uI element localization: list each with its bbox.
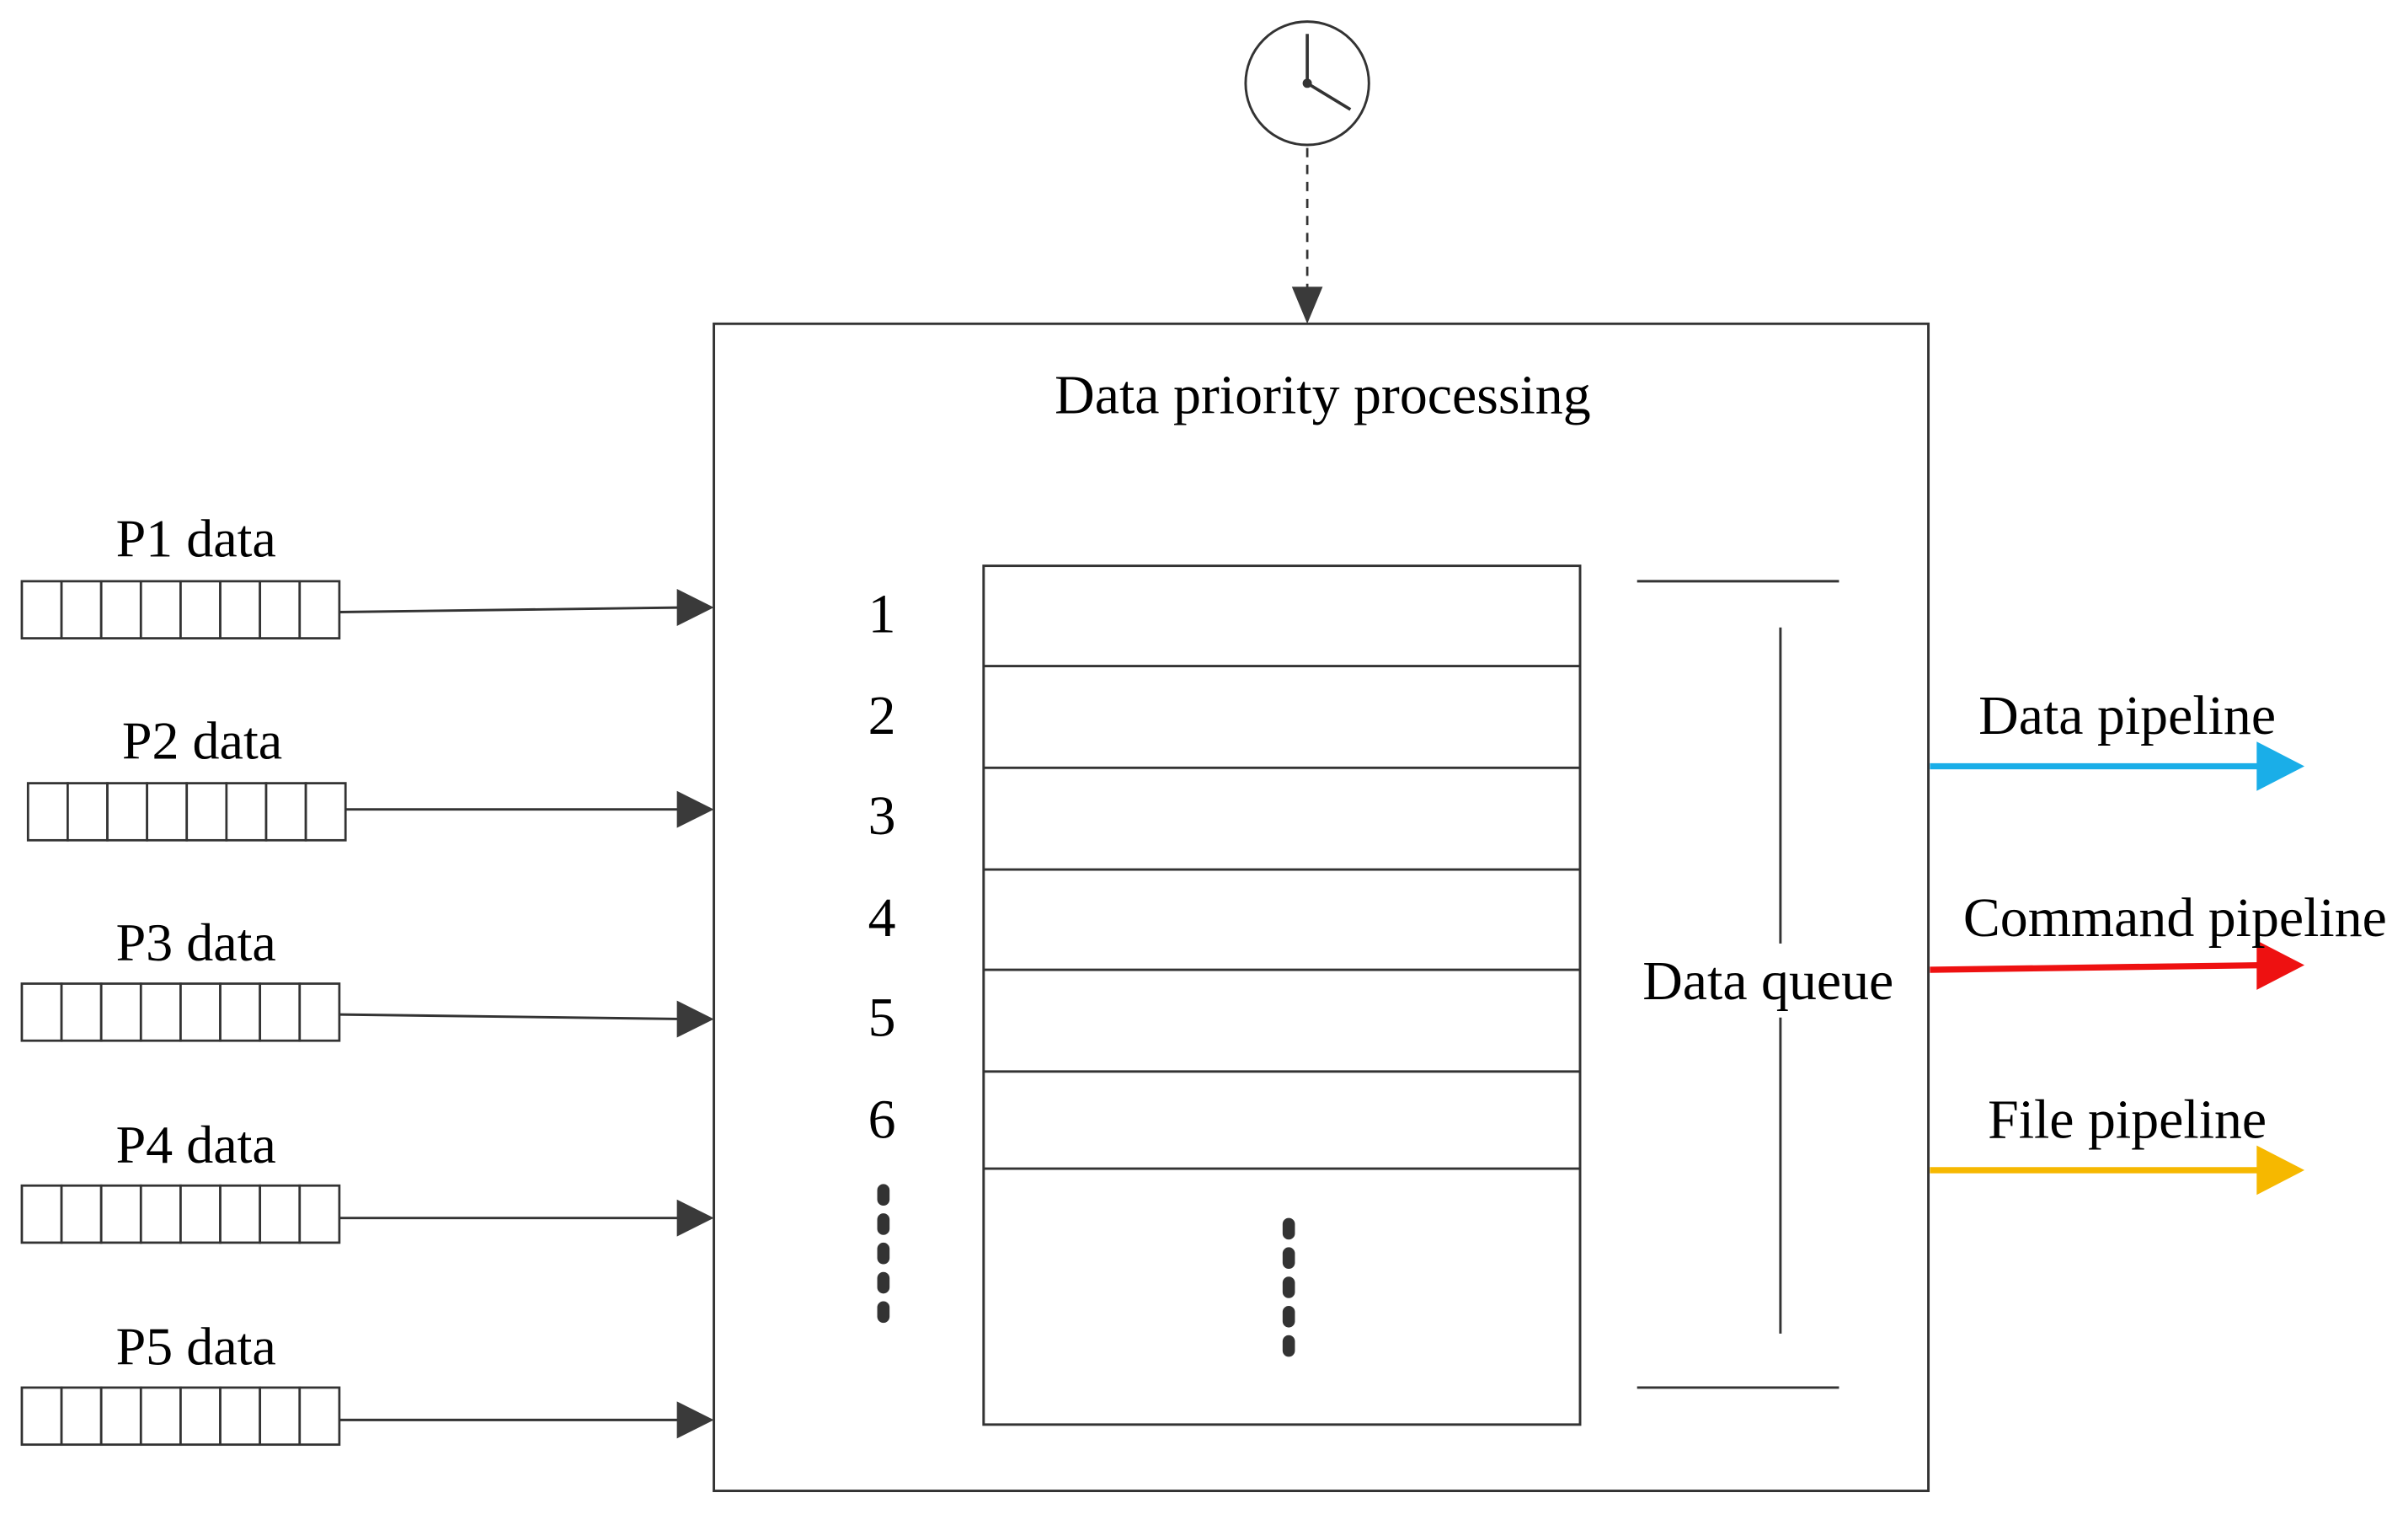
input-label: P4 data: [116, 1115, 276, 1174]
buffer-cell: [185, 782, 228, 842]
input-label: P2 data: [122, 710, 282, 770]
buffer-cell: [219, 1184, 262, 1244]
slot-number: 1: [868, 583, 896, 645]
buffer-cell: [264, 782, 307, 842]
buffer-cell: [99, 982, 142, 1042]
processing-title: Data priority processing: [1055, 364, 1590, 425]
input-arrow: [339, 589, 714, 626]
output-pipeline-1: Data pipeline: [1930, 685, 2305, 791]
buffer-cell: [60, 580, 103, 639]
input-queue-p4: P4 data: [20, 1115, 714, 1244]
data-queue-label: Data queue: [1642, 950, 1893, 1012]
buffer-cell: [298, 580, 341, 639]
buffer-cell: [106, 782, 148, 842]
buffer-cell: [179, 982, 222, 1042]
slot-numbers: 1 2 3 4 5 6: [868, 583, 896, 1150]
buffer-cell: [139, 1184, 182, 1244]
slot-number: 6: [868, 1089, 896, 1150]
buffer-cell: [139, 982, 182, 1042]
buffer-cell: [146, 782, 189, 842]
slot-number: 2: [868, 685, 896, 746]
buffer-cell: [20, 982, 63, 1042]
input-queue-p1: P1 data: [20, 509, 714, 639]
input-label: P5 data: [116, 1316, 276, 1376]
queue-table: [982, 564, 1582, 1426]
input-arrow: [339, 1199, 714, 1237]
buffer-cell: [225, 782, 268, 842]
input-queue-p3: P3 data: [20, 912, 714, 1042]
buffer-cell: [304, 782, 347, 842]
clock-icon: [1244, 20, 1370, 147]
buffer-cell: [259, 1184, 302, 1244]
buffer-cell: [60, 1184, 103, 1244]
clock-trigger-arrow: [1291, 147, 1323, 324]
output-pipeline-2: Command pipeline: [1930, 887, 2387, 990]
input-buffer: [20, 982, 341, 1042]
buffer-cell: [67, 782, 109, 842]
buffer-cell: [139, 1386, 182, 1447]
buffer-cell: [259, 1386, 302, 1447]
slot-number: 5: [868, 987, 896, 1049]
buffer-cell: [20, 1184, 63, 1244]
buffer-cell: [298, 1386, 341, 1447]
input-arrow: [339, 1000, 714, 1038]
buffer-cell: [139, 580, 182, 639]
buffer-cell: [219, 982, 262, 1042]
input-buffer: [20, 1386, 341, 1447]
input-queue-p2: P2 data: [26, 710, 714, 842]
buffer-cell: [99, 580, 142, 639]
slot-number: 3: [868, 785, 896, 847]
input-buffer: [20, 1184, 341, 1244]
input-label: P3 data: [116, 912, 276, 972]
buffer-cell: [219, 580, 262, 639]
output-pipeline-3: File pipeline: [1930, 1089, 2305, 1196]
input-buffer: [26, 782, 347, 842]
buffer-cell: [259, 580, 302, 639]
buffer-cell: [298, 1184, 341, 1244]
buffer-cell: [219, 1386, 262, 1447]
buffer-cell: [259, 982, 302, 1042]
output-label: Data pipeline: [1978, 685, 2276, 746]
buffer-cell: [60, 1386, 103, 1447]
input-arrow: [345, 790, 714, 828]
data-queue-bracket: [1636, 580, 1839, 1389]
buffer-cell: [20, 1386, 63, 1447]
buffer-cell: [179, 1184, 222, 1244]
buffer-cell: [179, 1386, 222, 1447]
buffer-cell: [20, 580, 63, 639]
output-label: File pipeline: [1988, 1089, 2267, 1150]
buffer-cell: [99, 1184, 142, 1244]
input-queues: P1 data P2 data P3 data P4 data P5 data: [20, 509, 714, 1447]
buffer-cell: [298, 982, 341, 1042]
slot-number: 4: [868, 887, 896, 949]
buffer-cell: [60, 982, 103, 1042]
buffer-cell: [179, 580, 222, 639]
output-label: Command pipeline: [1963, 887, 2387, 949]
input-arrow: [339, 1401, 714, 1439]
buffer-cell: [26, 782, 69, 842]
input-buffer: [20, 580, 341, 639]
buffer-cell: [99, 1386, 142, 1447]
input-queue-p5: P5 data: [20, 1316, 714, 1447]
input-label: P1 data: [116, 509, 276, 569]
